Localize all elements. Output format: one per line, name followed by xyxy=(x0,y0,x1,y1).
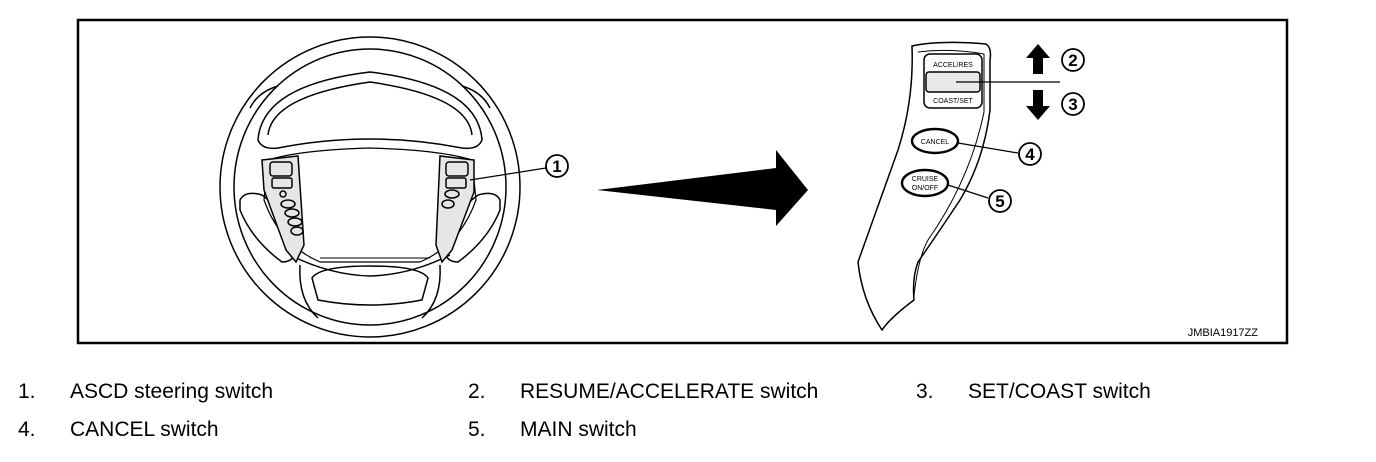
arrow-up-icon xyxy=(1026,44,1050,74)
cruise-button-illustration: CRUISE ON/OFF xyxy=(900,168,950,198)
legend-text: MAIN switch xyxy=(520,418,637,441)
cancel-button-illustration: CANCEL xyxy=(910,127,960,155)
callout-1: 1 xyxy=(545,154,569,178)
steering-wheel-illustration xyxy=(219,36,521,338)
callout-2: 2 xyxy=(1061,48,1085,72)
switch-closeup-illustration xyxy=(857,41,992,332)
figure-code: JMBIA1917ZZ xyxy=(1188,327,1259,339)
legend-text: CANCEL switch xyxy=(70,418,219,441)
callout-4: 4 xyxy=(1018,142,1042,166)
legend-item-5: 5. MAIN switch xyxy=(468,418,888,444)
accel-res-label: ACCEL/RES xyxy=(933,62,973,69)
callout-1-leader xyxy=(469,167,547,181)
callout-1-label: 1 xyxy=(552,157,561,176)
callout-5: 5 xyxy=(988,189,1012,213)
diagram-frame xyxy=(76,18,1289,345)
legend-number: 2. xyxy=(468,380,486,403)
ascd-switch-diagram: 1 ACCEL/RES COAST/SET CANCEL CRUISE ON/O… xyxy=(76,18,1289,345)
cancel-label: CANCEL xyxy=(921,139,950,146)
legend-number: 3. xyxy=(916,380,934,403)
legend-item-3: 3. SET/COAST switch xyxy=(916,380,1336,406)
callout-2-label: 2 xyxy=(1068,51,1077,70)
arrow-down-icon xyxy=(1026,90,1050,120)
legend-item-1: 1. ASCD steering switch xyxy=(18,380,418,406)
legend-number: 1. xyxy=(18,380,36,403)
callout-3-label: 3 xyxy=(1068,95,1077,114)
coast-set-label: COAST/SET xyxy=(933,98,973,105)
legend-number: 4. xyxy=(18,418,36,441)
legend-item-4: 4. CANCEL switch xyxy=(18,418,418,444)
legend-number: 5. xyxy=(468,418,486,441)
callout-4-label: 4 xyxy=(1025,145,1035,164)
callout-5-leader xyxy=(947,184,989,199)
callout-3: 3 xyxy=(1061,92,1085,116)
callout-5-label: 5 xyxy=(995,192,1004,211)
pointer-arrow-icon xyxy=(597,150,808,226)
cruise-label-line1: CRUISE xyxy=(912,176,939,183)
legend-text: RESUME/ACCELERATE switch xyxy=(520,380,819,403)
cruise-label-line2: ON/OFF xyxy=(912,185,938,192)
callout-4-leader xyxy=(957,142,1019,154)
legend-text: ASCD steering switch xyxy=(70,380,274,403)
legend-text: SET/COAST switch xyxy=(968,380,1151,403)
legend-item-2: 2. RESUME/ACCELERATE switch xyxy=(468,380,888,406)
